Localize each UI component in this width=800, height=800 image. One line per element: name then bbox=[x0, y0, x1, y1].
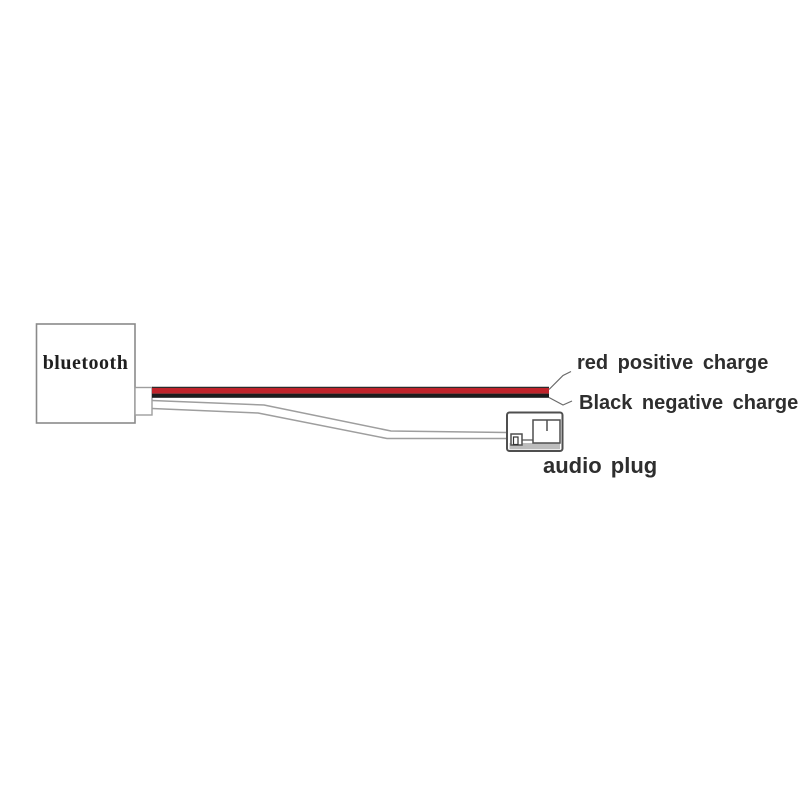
black-wire-label: Black negative charge bbox=[579, 392, 799, 414]
bluetooth-module-box bbox=[35, 323, 136, 424]
audio-plug-label: audio plug bbox=[543, 453, 658, 478]
audio-plug-small-mark bbox=[512, 436, 519, 446]
leader-line-red bbox=[548, 370, 572, 390]
black-wire bbox=[152, 393, 549, 398]
audio-plug-connector bbox=[506, 411, 564, 452]
red-wire-label: red positive charge bbox=[577, 352, 769, 374]
audio-plug-shading bbox=[509, 443, 560, 450]
connector-stub bbox=[134, 386, 153, 416]
red-wire bbox=[152, 388, 549, 394]
audio-plug-small-square bbox=[510, 433, 523, 446]
leader-line-black bbox=[548, 396, 573, 406]
audio-cable-upper-edge bbox=[151, 399, 508, 434]
bluetooth-module-label: bluetooth bbox=[42, 352, 129, 374]
audio-cable-lower-edge bbox=[151, 407, 507, 440]
